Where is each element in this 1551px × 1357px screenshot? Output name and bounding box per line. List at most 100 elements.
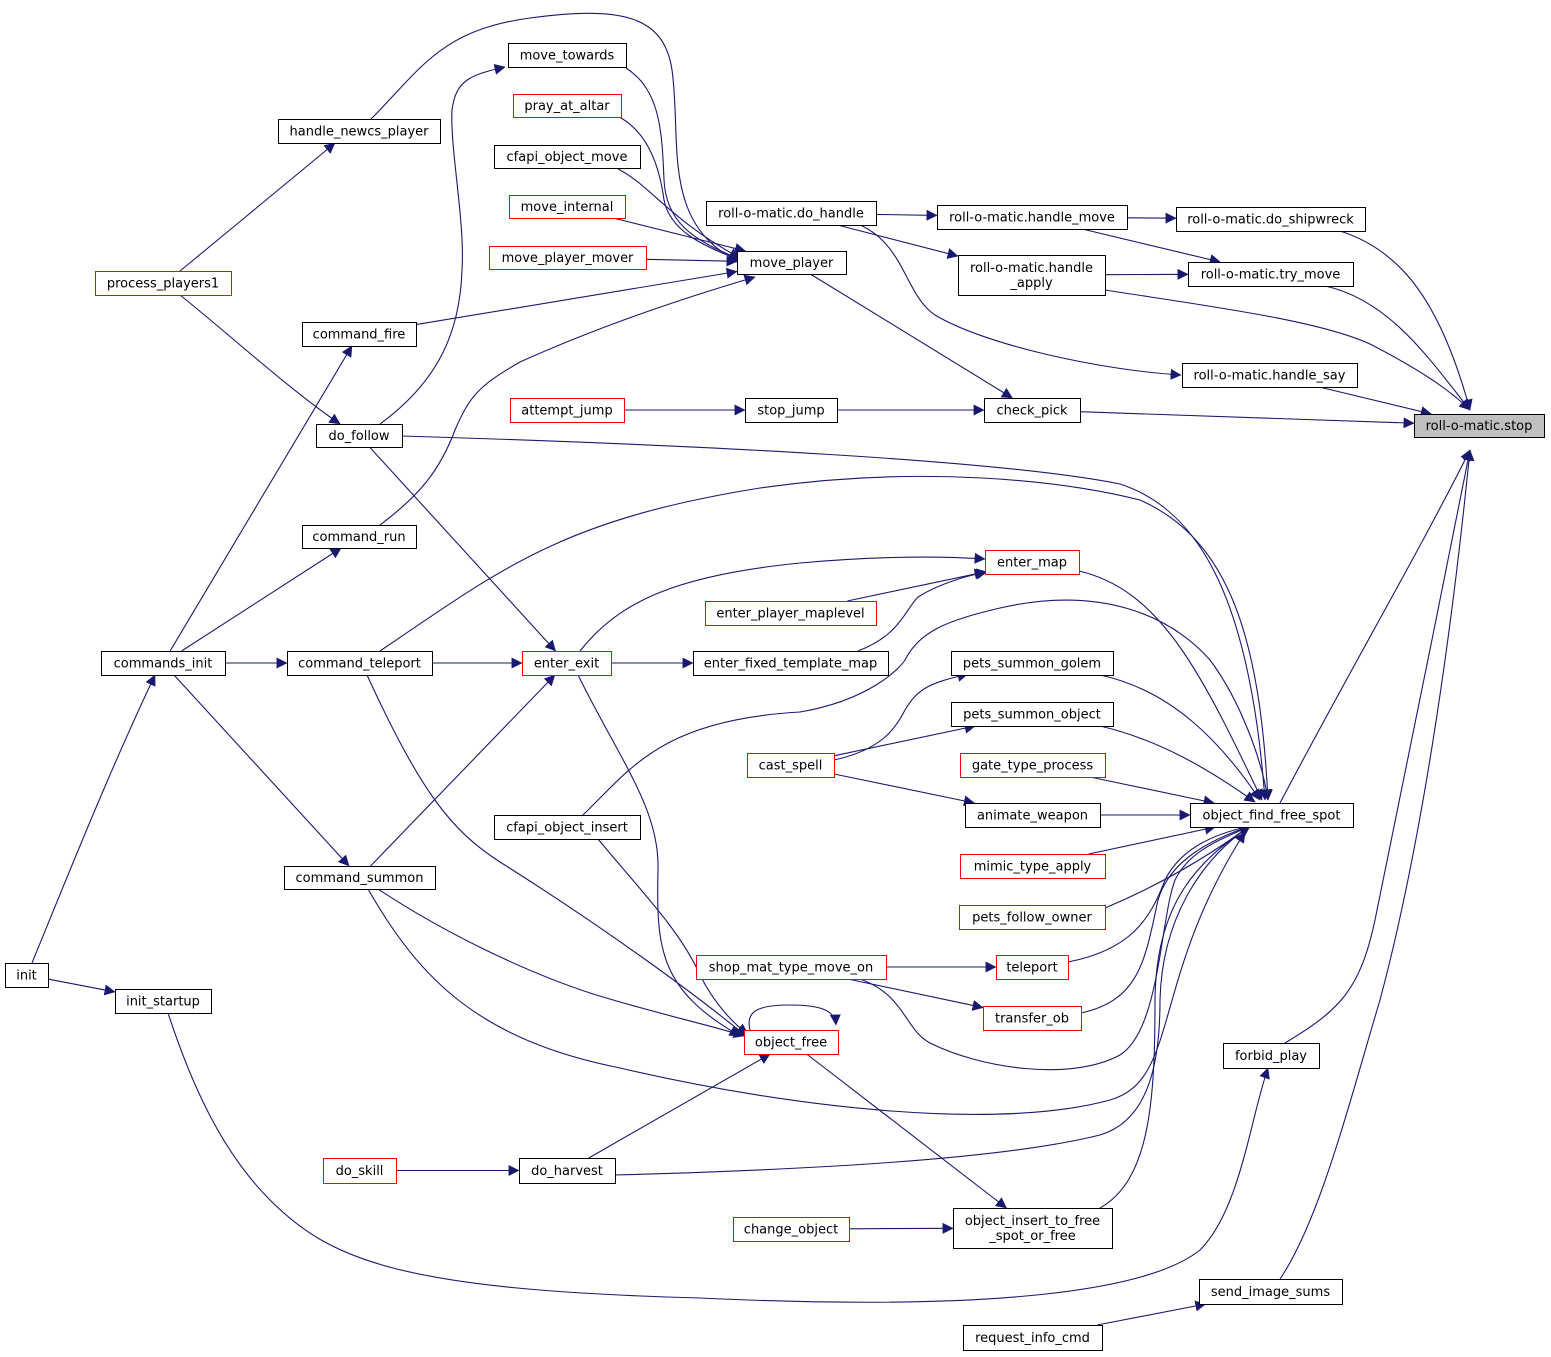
node-pets_summon_golem[interactable]: pets_summon_golem: [951, 651, 1114, 676]
node-handle_newcs_player[interactable]: handle_newcs_player: [278, 119, 441, 144]
node-box[interactable]: [323, 1158, 397, 1184]
node-commands_init[interactable]: commands_init: [101, 651, 226, 676]
node-pets_follow_owner[interactable]: pets_follow_owner: [959, 905, 1106, 930]
node-box[interactable]: [996, 955, 1069, 980]
node-box[interactable]: [965, 803, 1101, 828]
node-object_free[interactable]: object_free: [744, 1030, 839, 1055]
node-box[interactable]: [1223, 1043, 1320, 1069]
node-box[interactable]: [509, 195, 626, 219]
node-send_image_sums[interactable]: send_image_sums: [1199, 1279, 1343, 1305]
node-box[interactable]: [983, 1006, 1082, 1031]
node-enter_map[interactable]: enter_map: [985, 550, 1080, 575]
node-mimic_type_apply[interactable]: mimic_type_apply: [960, 854, 1106, 879]
node-shop_mat_type_move_on[interactable]: shop_mat_type_move_on: [696, 955, 887, 980]
node-do_follow[interactable]: do_follow: [316, 424, 403, 448]
node-change_object[interactable]: change_object: [733, 1217, 850, 1242]
node-stop_jump[interactable]: stop_jump: [745, 398, 838, 423]
node-enter_fixed_template_map[interactable]: enter_fixed_template_map: [693, 651, 889, 676]
node-box[interactable]: [101, 651, 226, 676]
node-init_startup[interactable]: init_startup: [115, 989, 212, 1014]
node-box[interactable]: [951, 702, 1114, 727]
node-box[interactable]: [1176, 207, 1366, 232]
node-box[interactable]: [494, 815, 641, 840]
node-try_move[interactable]: roll-o-matic.try_move: [1188, 262, 1354, 287]
node-gate_type_process[interactable]: gate_type_process: [960, 753, 1106, 778]
node-do_handle[interactable]: roll-o-matic.do_handle: [706, 201, 877, 226]
node-forbid_play[interactable]: forbid_play: [1223, 1043, 1320, 1069]
node-box[interactable]: [284, 866, 436, 890]
node-do_shipwreck[interactable]: roll-o-matic.do_shipwreck: [1176, 207, 1366, 232]
node-request_info_cmd[interactable]: request_info_cmd: [963, 1325, 1103, 1351]
node-command_summon[interactable]: command_summon: [284, 866, 436, 890]
node-box[interactable]: [744, 1030, 839, 1055]
node-check_pick[interactable]: check_pick: [984, 398, 1081, 423]
node-cfapi_object_insert[interactable]: cfapi_object_insert: [494, 815, 641, 840]
node-handle_apply[interactable]: roll-o-matic.handle_apply: [958, 255, 1106, 296]
node-box[interactable]: [115, 989, 212, 1014]
node-animate_weapon[interactable]: animate_weapon: [965, 803, 1101, 828]
node-init[interactable]: init: [5, 963, 49, 988]
node-box[interactable]: [95, 271, 232, 296]
node-process_players1[interactable]: process_players1: [95, 271, 232, 296]
node-box[interactable]: [951, 651, 1114, 676]
node-enter_player_maplevel[interactable]: enter_player_maplevel: [705, 601, 877, 626]
node-do_skill[interactable]: do_skill: [323, 1158, 397, 1184]
node-enter_exit[interactable]: enter_exit: [522, 651, 612, 676]
node-object_find_free_spot[interactable]: object_find_free_spot: [1190, 803, 1354, 828]
node-box[interactable]: [1188, 262, 1354, 287]
node-box[interactable]: [960, 854, 1106, 879]
node-cast_spell[interactable]: cast_spell: [747, 753, 835, 778]
node-box[interactable]: [706, 201, 877, 226]
node-box[interactable]: [696, 955, 887, 980]
node-box[interactable]: [494, 145, 641, 169]
node-command_fire[interactable]: command_fire: [302, 322, 417, 347]
node-box[interactable]: [985, 550, 1080, 575]
node-box[interactable]: [5, 963, 49, 988]
node-box[interactable]: [510, 398, 625, 423]
node-box[interactable]: [745, 398, 838, 423]
node-handle_say[interactable]: roll-o-matic.handle_say: [1182, 363, 1358, 388]
node-object_insert_to_free_spot_or_free[interactable]: object_insert_to_free_spot_or_free: [953, 1208, 1113, 1249]
node-move_player[interactable]: move_player: [737, 251, 847, 275]
node-box[interactable]: [1190, 803, 1354, 828]
node-pray_at_altar[interactable]: pray_at_altar: [513, 94, 622, 118]
node-box[interactable]: [705, 601, 877, 626]
node-pets_summon_object[interactable]: pets_summon_object: [951, 702, 1114, 727]
node-handle_move[interactable]: roll-o-matic.handle_move: [937, 205, 1128, 230]
node-stop[interactable]: roll-o-matic.stop: [1414, 414, 1545, 438]
node-box[interactable]: [937, 205, 1128, 230]
node-box[interactable]: [316, 424, 403, 448]
node-move_towards[interactable]: move_towards: [508, 43, 627, 68]
node-attempt_jump[interactable]: attempt_jump: [510, 398, 625, 423]
node-box[interactable]: [1414, 414, 1545, 438]
node-command_teleport[interactable]: command_teleport: [287, 651, 433, 676]
node-box[interactable]: [959, 905, 1106, 930]
node-move_player_mover[interactable]: move_player_mover: [489, 246, 647, 270]
node-box[interactable]: [302, 322, 417, 347]
node-box[interactable]: [693, 651, 889, 676]
node-box[interactable]: [519, 1158, 616, 1184]
node-box[interactable]: [960, 753, 1106, 778]
node-box[interactable]: [737, 251, 847, 275]
node-box[interactable]: [287, 651, 433, 676]
node-do_harvest[interactable]: do_harvest: [519, 1158, 616, 1184]
node-box[interactable]: [513, 94, 622, 118]
node-transfer_ob[interactable]: transfer_ob: [983, 1006, 1082, 1031]
node-box[interactable]: [953, 1208, 1113, 1249]
node-box[interactable]: [1182, 363, 1358, 388]
node-box[interactable]: [522, 651, 612, 676]
node-box[interactable]: [958, 255, 1106, 296]
node-box[interactable]: [1199, 1279, 1343, 1305]
node-box[interactable]: [302, 525, 417, 549]
node-box[interactable]: [489, 246, 647, 270]
node-box[interactable]: [984, 398, 1081, 423]
node-teleport[interactable]: teleport: [996, 955, 1069, 980]
node-box[interactable]: [963, 1325, 1103, 1351]
node-box[interactable]: [733, 1217, 850, 1242]
node-cfapi_object_move[interactable]: cfapi_object_move: [494, 145, 641, 169]
node-box[interactable]: [278, 119, 441, 144]
node-move_internal[interactable]: move_internal: [509, 195, 626, 219]
node-box[interactable]: [508, 43, 627, 68]
node-box[interactable]: [747, 753, 835, 778]
node-command_run[interactable]: command_run: [302, 525, 417, 549]
